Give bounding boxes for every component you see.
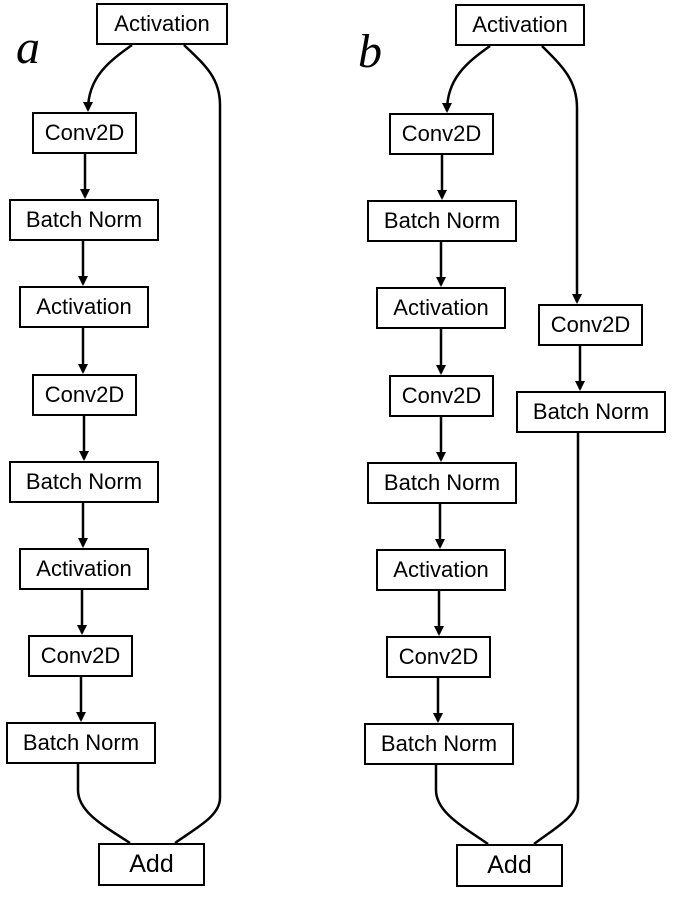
panel-a-batch-norm-1: Batch Norm <box>9 199 159 241</box>
panel-a-activation-1: Activation <box>19 286 149 328</box>
panel-b-input-activation: Activation <box>455 4 585 46</box>
panel-a-edge-input-to-conv2d <box>83 43 133 112</box>
panel-label-b: b <box>358 25 382 78</box>
panel-b-edge-input-to-shortcut-conv2d <box>541 45 582 304</box>
panel-a-batch-norm-2: Batch Norm <box>9 461 159 503</box>
panel-b-batch-norm-2: Batch Norm <box>367 462 517 504</box>
panel-a-edge-skip <box>174 44 222 845</box>
panel-b-batch-norm-1: Batch Norm <box>367 200 517 242</box>
panel-b-edge-shortcut-bn-to-add <box>533 433 580 845</box>
panel-a-add: Add <box>98 843 205 886</box>
panel-b-conv2d-1: Conv2D <box>389 113 494 155</box>
panel-a-conv2d-1: Conv2D <box>32 112 137 154</box>
panel-b-shortcut-conv2d: Conv2D <box>538 304 643 346</box>
panel-b-conv2d-2: Conv2D <box>389 375 494 417</box>
panel-a-conv2d-2: Conv2D <box>32 374 137 416</box>
panel-b-shortcut-batch-norm: Batch Norm <box>516 391 666 433</box>
panel-a-activation-2: Activation <box>19 548 149 590</box>
panel-b-activation-2: Activation <box>376 549 506 591</box>
panel-a-conv2d-3: Conv2D <box>28 635 133 677</box>
panel-b-edge-bn-to-add <box>434 765 489 846</box>
panel-a-batch-norm-3: Batch Norm <box>6 722 156 764</box>
panel-a-input-activation: Activation <box>96 3 228 45</box>
panel-label-a: a <box>16 21 40 74</box>
panel-b-batch-norm-3: Batch Norm <box>364 723 514 765</box>
panel-b-activation-1: Activation <box>376 287 506 329</box>
panel-b-add: Add <box>456 844 563 887</box>
panel-b-edge-input-to-conv2d <box>442 44 491 113</box>
panel-a-edge-bn-to-add <box>76 764 131 845</box>
panel-b-conv2d-3: Conv2D <box>386 636 491 678</box>
